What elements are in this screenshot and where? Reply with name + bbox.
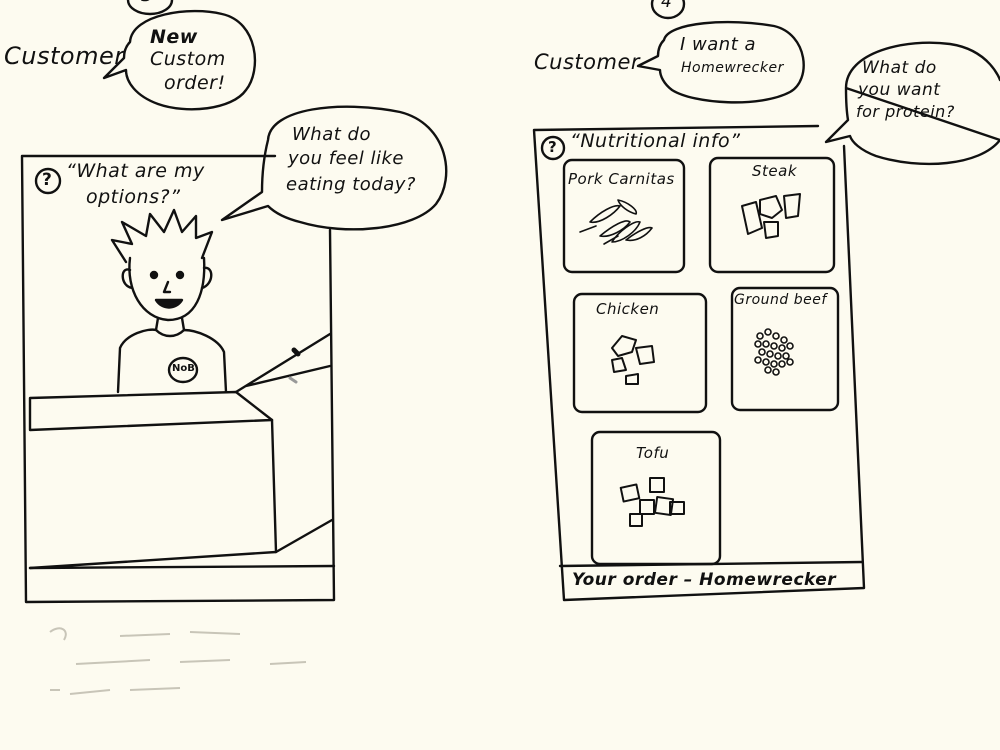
pork-carnitas-icon (579, 199, 653, 245)
step-3-circle (126, 0, 174, 16)
employee-face (128, 256, 206, 322)
scene4-customer-bubble-line1: I want a (680, 34, 756, 55)
scene3-customer-bubble-line1: New (150, 26, 198, 48)
nutrition-info-link[interactable]: “Nutritional info” (570, 130, 741, 152)
scene4-help-icon[interactable]: ? (548, 138, 557, 156)
tile-steak[interactable] (708, 156, 836, 274)
scene4-employee-bubble (824, 41, 1000, 166)
scene3-customer-bubble (102, 9, 257, 111)
scene3-kiosk-screen (20, 154, 336, 604)
order-summary: Your order – Homewrecker (572, 570, 837, 590)
tile-chicken[interactable] (572, 292, 708, 414)
tile-ground-beef[interactable] (730, 286, 840, 412)
scene3-employee-bubble (220, 105, 448, 231)
chicken-icon (611, 335, 655, 385)
scene3-employee-bubble-line1: What do (292, 124, 371, 145)
scene3-step-number: 3 (141, 0, 154, 6)
scene3-employee-bubble-line2: you feel like (288, 148, 405, 169)
scene4-customer-bubble-line2: Homewrecker (681, 60, 784, 76)
tile-label-ground-beef: Ground beef (734, 292, 827, 308)
scene3-customer-label: Customer (4, 42, 125, 70)
tile-tofu[interactable] (590, 430, 722, 566)
scene4-customer-bubble (636, 20, 805, 104)
tile-label-tofu: Tofu (636, 444, 670, 462)
shirt-logo: NoB (172, 363, 195, 374)
tile-label-steak: Steak (752, 162, 798, 180)
scene3-customer-bubble-line3: order! (164, 72, 226, 94)
scene3-customer-bubble-line2: Custom (150, 48, 226, 70)
steak-icon (741, 193, 801, 239)
scene4-customer-label: Customer (534, 50, 641, 74)
tile-label-chicken: Chicken (596, 300, 660, 318)
scene4-employee-bubble-line1: What do (862, 58, 937, 78)
scene4-employee-bubble-line3: for protein? (856, 102, 955, 121)
shirt-logo-circle (167, 356, 199, 384)
scene3-help-icon-circle (34, 167, 62, 195)
employee-hair (110, 208, 214, 264)
tofu-icon (619, 477, 685, 527)
scene3-employee-bubble-line3: eating today? (286, 174, 416, 195)
scene4-help-icon-circle (540, 135, 566, 161)
scene4-kiosk-screen (532, 124, 866, 602)
scene4-employee-bubble-line2: you want (858, 80, 941, 100)
scene3-screen-question-line2: options?” (86, 186, 181, 208)
scene3-help-icon[interactable]: ? (42, 170, 52, 190)
counter (28, 390, 274, 432)
tile-label-pork-carnitas: Pork Carnitas (568, 170, 675, 188)
employee-shirt (116, 328, 228, 394)
faint-scribbles (49, 627, 307, 695)
scene4-step-number: 4 (661, 0, 673, 12)
step-4-circle (650, 0, 686, 20)
tile-pork-carnitas[interactable] (562, 158, 686, 274)
scene3-screen-question-line1: “What are my (66, 160, 205, 182)
ground-beef-icon (754, 328, 794, 376)
